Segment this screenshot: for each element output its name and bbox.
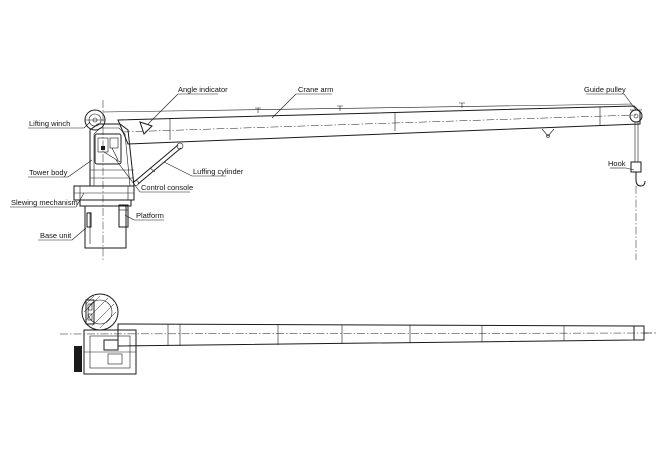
- platform: [118, 204, 129, 228]
- hook: [630, 122, 646, 260]
- lifting-winch: [84, 109, 106, 131]
- label-base-unit: Base unit: [40, 231, 72, 240]
- plan-lifting-winch: [81, 293, 119, 331]
- control-console: [94, 133, 122, 165]
- label-control-console: Control console: [141, 183, 193, 192]
- side-elevation: Angle indicator Crane arm Guide pulley L…: [10, 85, 646, 262]
- label-crane-arm: Crane arm: [298, 85, 333, 94]
- leader-lines: [10, 93, 637, 241]
- angle-indicator: [139, 121, 153, 135]
- label-slewing-mechanism: Slewing mechanism: [11, 198, 78, 207]
- plan-view: [59, 293, 657, 375]
- label-platform: Platform: [136, 211, 164, 220]
- plan-tower-body: [74, 329, 137, 375]
- plan-crane-arm: [59, 323, 657, 347]
- label-tower-body: Tower body: [29, 168, 68, 177]
- label-luffing-cylinder: Luffing cylinder: [193, 167, 244, 176]
- label-hook: Hook: [608, 159, 626, 168]
- crane-arm: [102, 102, 641, 145]
- tower-body: [89, 123, 135, 187]
- label-guide-pulley: Guide pulley: [584, 85, 626, 94]
- slewing-mechanism: [73, 185, 135, 201]
- luffing-cylinder: [133, 142, 184, 186]
- label-lifting-winch: Lifting winch: [29, 119, 70, 128]
- label-angle-indicator: Angle indicator: [178, 85, 228, 94]
